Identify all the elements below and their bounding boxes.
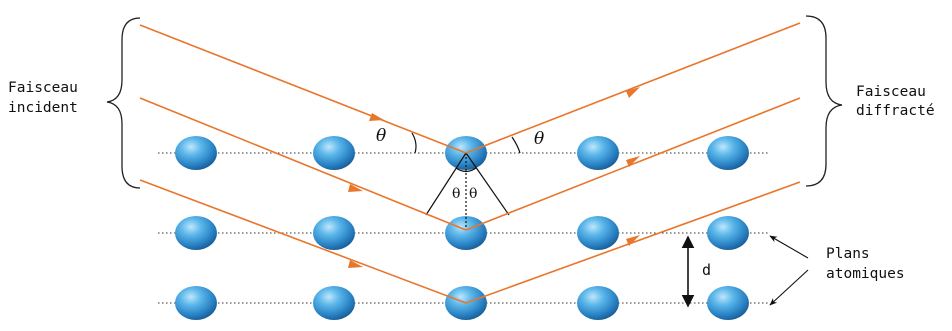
theta-label-right: θ [534,129,544,149]
rays [139,22,801,304]
theta-inner-right: θ [469,186,477,202]
diffracted-ray-3 [465,181,801,304]
theta-arc-left [411,132,417,154]
atoms [175,136,749,320]
diffracted-ray-2 [465,97,801,231]
incident-ray-1 [139,24,467,154]
atom-plane1-5 [707,136,749,170]
atom-plane3-2 [313,286,355,320]
atom-plane1-1 [175,136,217,170]
diffracted-brace [805,15,843,187]
incident-ray-3 [139,179,467,304]
angle-arcs [411,132,521,154]
incident-beam-label-line1: Faisceau [8,80,78,96]
atom-plane3-1 [175,286,217,320]
incident-ray-2 [139,97,467,231]
atomic-planes-label-line2: atomiques [826,266,905,282]
spacing-label: d [702,261,711,279]
incident-brace [106,17,141,189]
incident-arrow-3 [348,260,363,268]
diffracted-arrow-3 [626,235,640,246]
diffracted-arrow-2 [626,156,640,167]
diffracted-ray-1 [465,22,801,154]
pointer-arrow-lower [769,269,809,306]
atomic-planes-label-line1: Plans [826,246,870,262]
incident-beam-label-line2: incident [8,100,78,116]
diffracted-beam-label-line1: Faisceau [856,84,926,100]
incident-arrow-2 [348,184,363,192]
atom-plane3-5 [707,286,749,320]
atom-plane2-5 [707,216,749,250]
atom-plane1-2 [313,136,355,170]
inner-angle-arc [455,167,477,173]
atom-plane2-1 [175,216,217,250]
atom-plane2-2 [313,216,355,250]
atom-plane2-3 [445,216,487,250]
perpendicular-right [465,152,510,216]
planes-pointer [769,235,809,306]
incident-arrow-1 [369,113,384,121]
atom-plane1-4 [577,136,619,170]
perpendicular-left [425,152,467,216]
theta-arc-right [511,136,521,154]
theta-label-left: θ [376,126,386,146]
atom-plane2-4 [577,216,619,250]
spacing-indicator: d [681,235,711,308]
diffracted-beam-label-line2: diffracté [856,103,935,119]
atom-plane3-4 [577,286,619,320]
diffracted-arrow-1 [626,87,640,98]
path-difference-construction [425,152,510,230]
pointer-arrow-upper [769,235,809,259]
theta-inner-left: θ [452,186,460,202]
